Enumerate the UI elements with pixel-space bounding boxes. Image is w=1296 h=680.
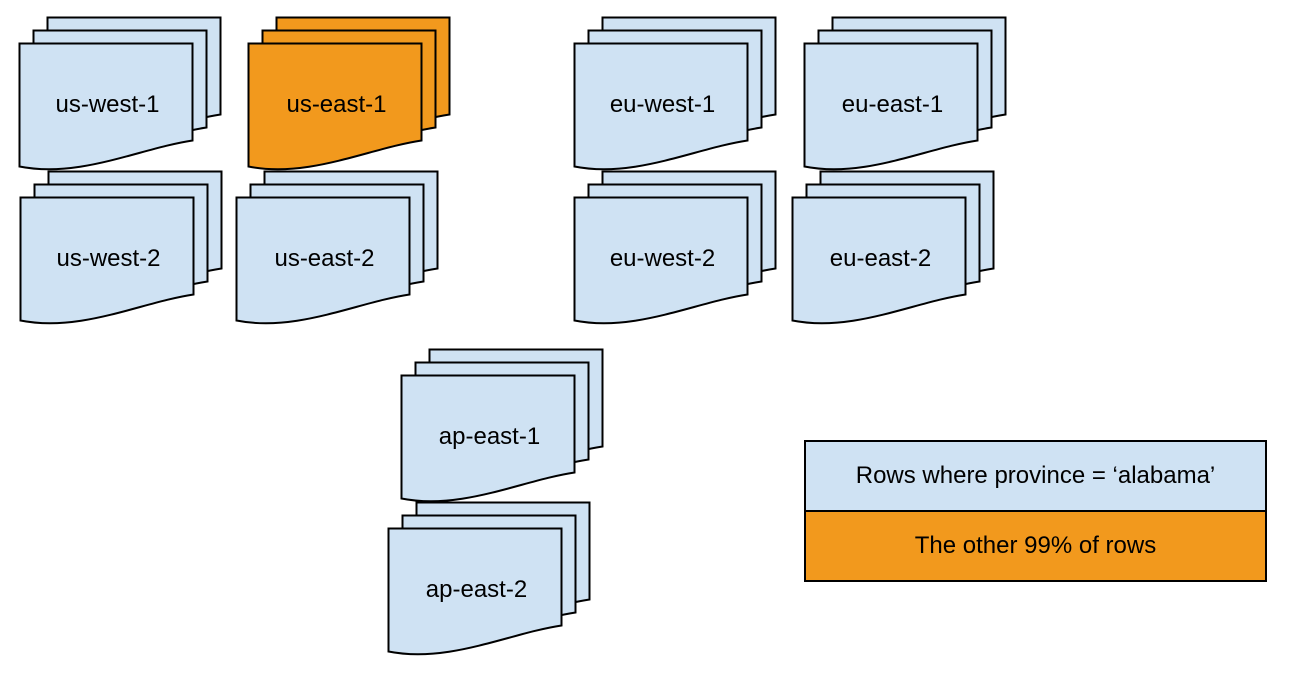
region-stack-us-east-1: us-east-1 <box>247 16 455 176</box>
region-label: us-west-1 <box>55 91 159 118</box>
region-label: us-east-1 <box>286 91 386 118</box>
region-stack-ap-east-1: ap-east-1 <box>400 348 608 508</box>
legend-item-alabama-rows: Rows where province = ‘alabama’ <box>806 442 1265 510</box>
region-label: eu-east-1 <box>842 91 943 118</box>
document-stack-icon: eu-west-1 <box>573 16 777 171</box>
region-stack-eu-west-1: eu-west-1 <box>573 16 781 176</box>
document-stack-icon: eu-east-2 <box>791 170 995 325</box>
region-label: us-east-2 <box>274 245 374 272</box>
legend-item-label: Rows where province = ‘alabama’ <box>855 462 1216 489</box>
region-stack-eu-east-1: eu-east-1 <box>803 16 1011 176</box>
region-stack-eu-east-2: eu-east-2 <box>791 170 999 330</box>
region-label: eu-west-1 <box>610 91 715 118</box>
document-stack-icon: us-west-2 <box>19 170 223 325</box>
document-stack-icon: eu-west-2 <box>573 170 777 325</box>
document-stack-icon: us-east-2 <box>235 170 439 325</box>
legend-item-label: The other 99% of rows <box>914 532 1157 559</box>
document-stack-icon: us-west-1 <box>18 16 222 171</box>
legend: Rows where province = ‘alabama’ The othe… <box>804 440 1267 582</box>
region-stack-us-east-2: us-east-2 <box>235 170 443 330</box>
region-stack-us-west-1: us-west-1 <box>18 16 226 176</box>
region-label: ap-east-2 <box>426 576 527 603</box>
region-stack-ap-east-2: ap-east-2 <box>387 501 595 661</box>
legend-item-other-rows: The other 99% of rows <box>806 510 1265 580</box>
region-label: us-west-2 <box>56 245 160 272</box>
region-stack-us-west-2: us-west-2 <box>19 170 227 330</box>
document-stack-icon: ap-east-1 <box>400 348 604 503</box>
region-stack-eu-west-2: eu-west-2 <box>573 170 781 330</box>
region-label: ap-east-1 <box>439 423 540 450</box>
document-stack-icon: eu-east-1 <box>803 16 1007 171</box>
region-label: eu-east-2 <box>830 245 931 272</box>
region-label: eu-west-2 <box>610 245 715 272</box>
document-stack-icon: ap-east-2 <box>387 501 591 656</box>
document-stack-icon: us-east-1 <box>247 16 451 171</box>
